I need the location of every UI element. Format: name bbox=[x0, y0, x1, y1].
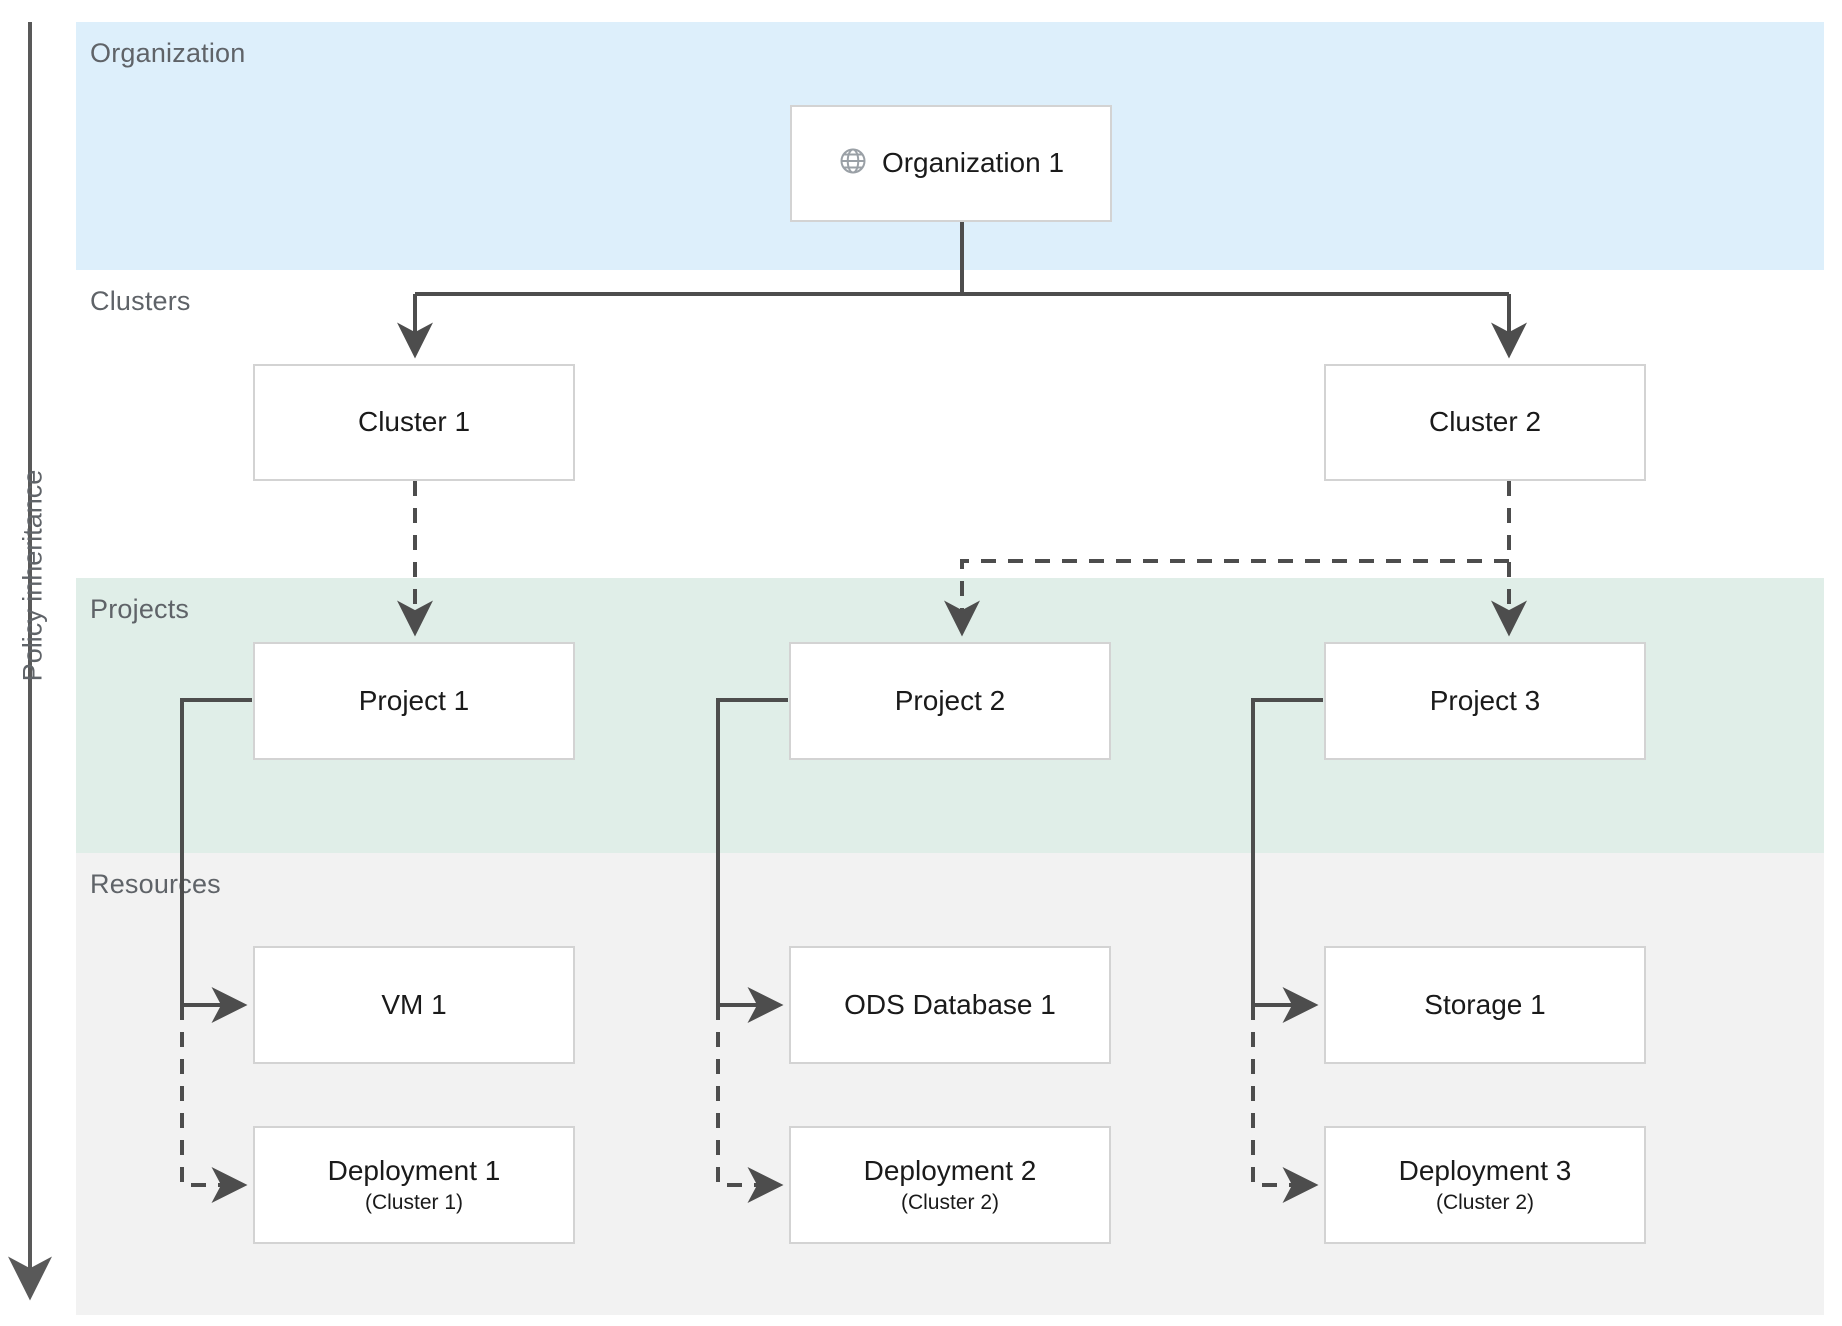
edge-project2-to-resources bbox=[716, 698, 788, 1203]
node-label-project-3: Project 3 bbox=[1429, 684, 1541, 716]
node-label-deployment-2: Deployment 2 bbox=[863, 1155, 1037, 1187]
edge-project1-to-resources bbox=[180, 698, 252, 1203]
node-vm-1[interactable]: VM 1 bbox=[253, 946, 575, 1064]
node-project-3[interactable]: Project 3 bbox=[1324, 642, 1646, 760]
edge-organization-to-clusters bbox=[397, 222, 1527, 359]
node-label-ods-database-1: ODS Database 1 bbox=[844, 988, 1056, 1020]
node-organization-1[interactable]: Organization 1 bbox=[790, 105, 1112, 222]
node-deployment-2[interactable]: Deployment 2 (Cluster 2) bbox=[789, 1126, 1111, 1244]
node-sublabel-deployment-2: (Cluster 2) bbox=[900, 1190, 1000, 1214]
node-project-1[interactable]: Project 1 bbox=[253, 642, 575, 760]
node-label-cluster-2: Cluster 2 bbox=[1428, 406, 1542, 438]
edge-project3-to-resources bbox=[1251, 698, 1323, 1203]
node-label-cluster-1: Cluster 1 bbox=[357, 406, 471, 438]
policy-inheritance-label: Policy inheritance bbox=[17, 469, 48, 682]
globe-icon bbox=[838, 146, 868, 181]
node-sublabel-deployment-3: (Cluster 2) bbox=[1435, 1190, 1535, 1214]
band-label-projects: Projects bbox=[90, 594, 190, 624]
node-label-vm-1: VM 1 bbox=[381, 988, 447, 1020]
node-label-project-1: Project 1 bbox=[358, 684, 470, 716]
node-deployment-1[interactable]: Deployment 1 (Cluster 1) bbox=[253, 1126, 575, 1244]
node-label-project-2: Project 2 bbox=[894, 684, 1006, 716]
node-deployment-3[interactable]: Deployment 3 (Cluster 2) bbox=[1324, 1126, 1646, 1244]
node-label-organization-1: Organization 1 bbox=[881, 147, 1065, 179]
edge-cluster2-to-project2 bbox=[944, 559, 1509, 637]
node-label-deployment-1: Deployment 1 bbox=[327, 1155, 501, 1187]
node-cluster-1[interactable]: Cluster 1 bbox=[253, 364, 575, 481]
node-sublabel-deployment-1: (Cluster 1) bbox=[364, 1190, 464, 1214]
node-label-deployment-3: Deployment 3 bbox=[1398, 1155, 1572, 1187]
node-storage-1[interactable]: Storage 1 bbox=[1324, 946, 1646, 1064]
band-label-resources: Resources bbox=[90, 869, 221, 899]
node-cluster-2[interactable]: Cluster 2 bbox=[1324, 364, 1646, 481]
band-label-organization: Organization bbox=[90, 38, 246, 68]
node-ods-database-1[interactable]: ODS Database 1 bbox=[789, 946, 1111, 1064]
band-label-clusters: Clusters bbox=[90, 286, 191, 316]
node-label-storage-1: Storage 1 bbox=[1424, 988, 1546, 1020]
node-project-2[interactable]: Project 2 bbox=[789, 642, 1111, 760]
